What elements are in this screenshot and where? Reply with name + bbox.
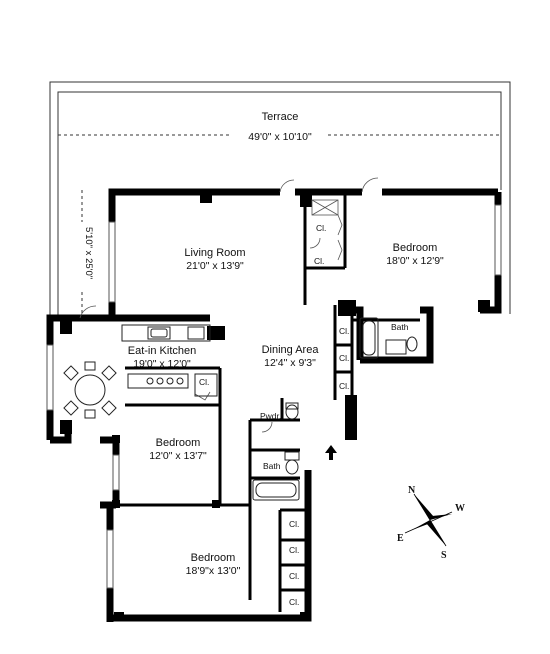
closet-label: Cl. (199, 377, 210, 387)
closet-label: Cl. (339, 353, 350, 363)
compass-west: W (455, 503, 465, 514)
room-label-bedroom-2: Bedroom 12'0" x 13'7" (130, 437, 226, 463)
room-dimensions: 18'0" x 12'9" (386, 255, 444, 267)
wall-columns (60, 195, 490, 620)
room-dimensions: 49'0" x 10'10" (248, 131, 312, 143)
room-name: Bedroom (190, 552, 236, 564)
bath-label: Bath (263, 461, 281, 471)
closet-label: Cl. (339, 326, 350, 336)
room-name: Bedroom (155, 437, 201, 449)
room-dimensions: 12'4" x 9'3" (264, 357, 316, 369)
room-name: Bedroom (392, 242, 438, 254)
closet-label: Cl. (289, 545, 300, 555)
closet-label: Cl. (316, 223, 327, 233)
closet-label: Cl. (289, 571, 300, 581)
compass-east: E (397, 533, 404, 544)
room-name: Living Room (184, 247, 246, 259)
closet-label: Cl. (314, 256, 325, 266)
room-label-kitchen: Eat-in Kitchen 19'0" x 12'0" (112, 345, 212, 371)
windows (46, 204, 502, 589)
room-name: Eat-in Kitchen (127, 345, 197, 357)
room-label-dining-area: Dining Area 12'4" x 9'3" (245, 344, 335, 370)
compass-south: S (441, 550, 447, 561)
room-name: Dining Area (261, 344, 319, 356)
room-dimensions: 12'0" x 13'7" (149, 450, 207, 462)
entrance-arrow (325, 445, 337, 460)
kitchen-table (63, 361, 117, 419)
room-dimensions: 21'0" x 13'9" (186, 260, 244, 272)
room-name: Terrace (261, 111, 299, 123)
terrace-outline (49, 81, 511, 318)
terrace-dimension-line (58, 134, 501, 318)
closet-label: Cl. (289, 519, 300, 529)
room-label-bedroom-1: Bedroom 18'0" x 12'9" (365, 242, 465, 268)
room-label-bedroom-3: Bedroom 18'9"x 13'0" (165, 552, 261, 578)
compass-north: N (408, 485, 416, 496)
bath-label: Bath (391, 322, 409, 332)
interior-walls (116, 192, 420, 612)
room-label-terrace: Terrace 49'0" x 10'10" (230, 111, 330, 144)
closet-top-doors (311, 199, 343, 261)
terrace-side-dimension: 5'10" x 25'0" (83, 227, 94, 280)
bath-fixtures (252, 317, 418, 501)
compass-icon (404, 493, 453, 547)
closet-label: Cl. (339, 381, 350, 391)
doors (79, 177, 379, 433)
powder-room-label: Pwdr. (260, 411, 282, 421)
room-dimensions: 19'0" x 12'0" (133, 358, 191, 370)
closet-label: Cl. (289, 597, 300, 607)
kitchen-fixtures (121, 324, 218, 397)
room-dimensions: 18'9"x 13'0" (185, 565, 241, 577)
room-label-living-room: Living Room 21'0" x 13'9" (165, 247, 265, 273)
